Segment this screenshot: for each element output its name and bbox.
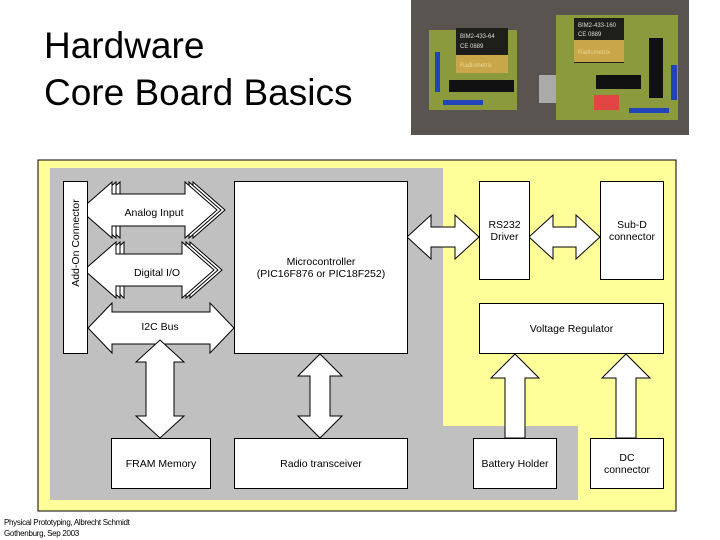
rs232-driver-box: RS232 Driver (479, 181, 530, 280)
add-on-connector-box (63, 181, 88, 354)
photo-right-module-brand: Radiometrix (578, 50, 610, 56)
battery-holder-box: Battery Holder (473, 438, 557, 489)
radio-transceiver-box: Radio transceiver (234, 438, 408, 489)
dc-connector-box: DC connector (590, 438, 664, 489)
dc-label-2: connector (603, 463, 651, 476)
microcontroller-box: Microcontroller (PIC16F876 or PIC18F252) (234, 181, 408, 354)
add-on-connector-label: Add-On Connector (70, 199, 82, 287)
digital-io-label: Digital I/O (133, 267, 181, 279)
board-photo: BIM2-433-64 CE 0889 Radiometrix BIM2-433… (411, 0, 689, 135)
fram-memory-box: FRAM Memory (111, 438, 211, 489)
footer-author: Physical Prototyping, Albrecht Schmidt (4, 518, 130, 527)
analog-input-arrow (79, 180, 218, 240)
photo-left-module-cert: CE 0889 (460, 44, 484, 50)
slide-title-line1: Hardware (44, 25, 205, 66)
battery-holder-label: Battery Holder (481, 457, 549, 470)
voltage-regulator-label: Voltage Regulator (529, 322, 614, 335)
photo-left-module-brand: Radiometrix (460, 63, 492, 69)
subd-label-2: connector (608, 230, 656, 243)
voltage-regulator-box: Voltage Regulator (479, 303, 664, 354)
microcontroller-model: (PIC16F876 or PIC18F252) (256, 267, 386, 280)
footer-date: Gothenburg, Sep 2003 (4, 529, 79, 538)
digital-io-arrow (83, 240, 215, 300)
dc-label: DC (619, 451, 635, 464)
slide-title-line2: Core Board Basics (44, 72, 353, 113)
microcontroller-label: Microcontroller (286, 255, 356, 268)
photo-right-module-text: BIM2-433-160 (578, 23, 617, 29)
subd-connector-box: Sub-D connector (600, 181, 664, 280)
photo-right-module-cert: CE 0889 (578, 32, 602, 38)
radio-transceiver-label: Radio transceiver (280, 457, 362, 470)
fram-memory-label: FRAM Memory (125, 457, 197, 470)
subd-label: Sub-D (617, 218, 647, 231)
rs232-label: RS232 (488, 218, 521, 231)
analog-input-label: Analog Input (124, 207, 184, 219)
i2c-bus-label: I2C Bus (141, 321, 179, 333)
photo-left-module-text: BIM2-433-64 (460, 34, 495, 40)
rs232-label-2: Driver (490, 230, 519, 243)
